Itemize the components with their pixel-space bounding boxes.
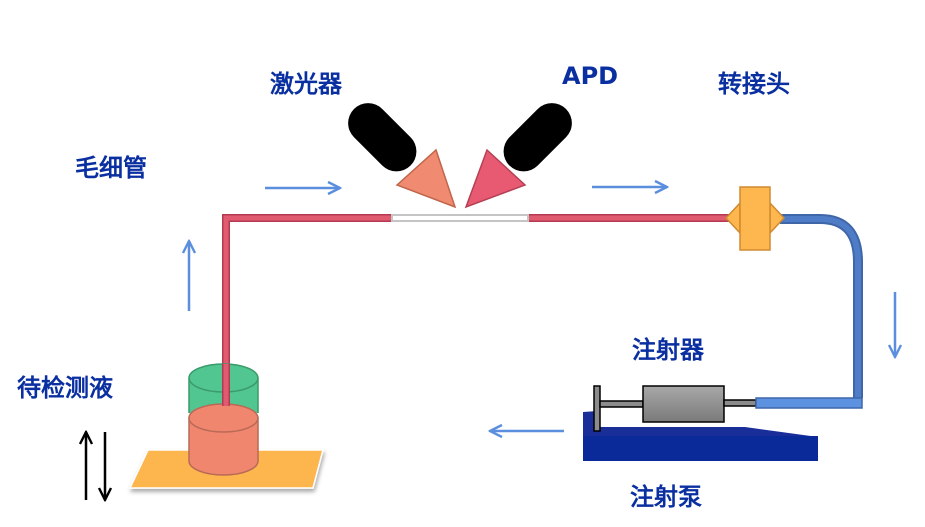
detection-window (391, 214, 529, 222)
adapter-connector-icon (724, 186, 786, 251)
stage-up-down-arrows-icon (86, 432, 105, 500)
syringe-icon (593, 385, 863, 432)
capillary-label: 毛细管 (75, 154, 147, 182)
adapter-label: 转接头 (718, 70, 790, 98)
laser-icon (348, 103, 457, 209)
syringe-label: 注射器 (632, 336, 705, 364)
syringe-pump-label: 注射泵 (630, 483, 702, 511)
sample-beaker-icon (188, 363, 259, 476)
sample-liquid-label: 待检测液 (17, 374, 113, 402)
blue-tubing (780, 214, 863, 398)
apd-label: APD (562, 62, 618, 90)
syringe-pump-base (583, 411, 818, 461)
laser-label: 激光器 (270, 70, 343, 98)
apd-detector-icon (464, 103, 572, 209)
capillary-tube (222, 214, 735, 408)
